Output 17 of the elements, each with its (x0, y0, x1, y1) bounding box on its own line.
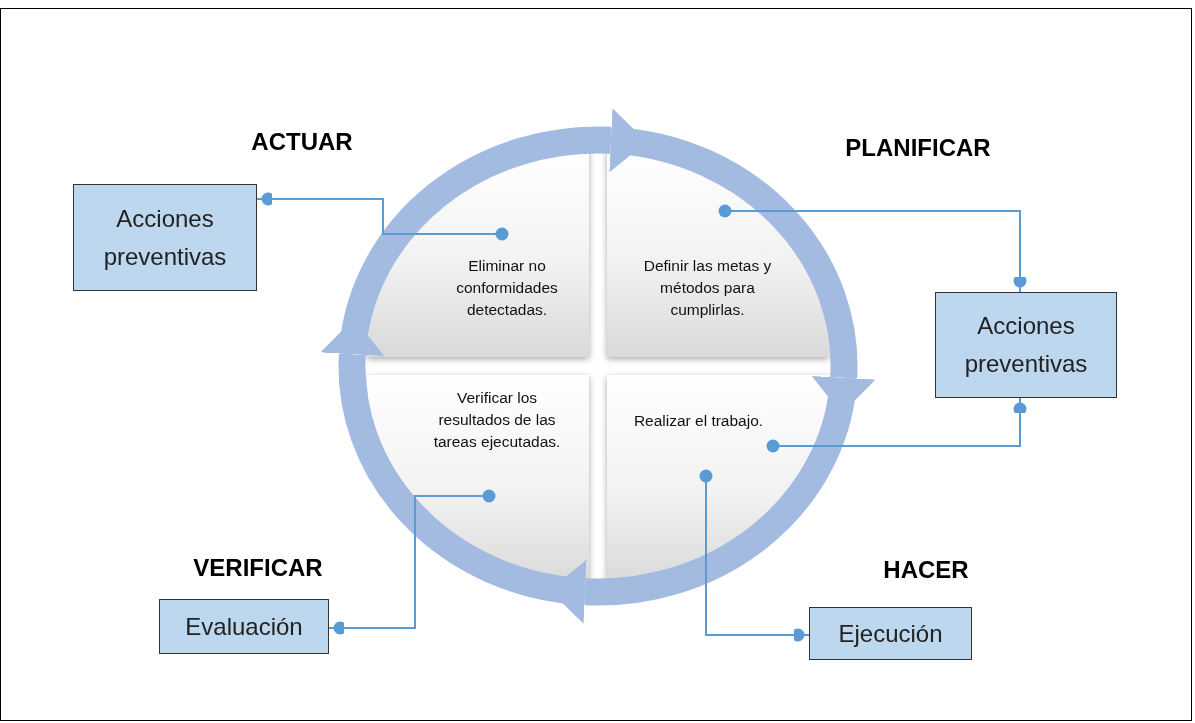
callout-box: Acciones preventivas (935, 292, 1117, 398)
segment-text: Eliminar no conformidades detectadas. (455, 256, 559, 320)
phase-heading: ACTUAR (251, 128, 353, 156)
leader-line (328, 489, 496, 635)
phase-heading: PLANIFICAR (845, 134, 991, 162)
segment-text: Verificar los resultados de las tareas ejecutadas. (432, 388, 562, 452)
callout-box: Acciones preventivas (73, 184, 257, 291)
callout-box: Ejecución (809, 607, 972, 660)
leader-line (256, 192, 509, 241)
phase-heading: HACER (883, 556, 969, 584)
leader-line (766, 397, 1027, 453)
segment-text: Realizar el trabajo. (632, 411, 765, 431)
callout-box: Evaluación (159, 599, 329, 654)
leader-line (718, 204, 1027, 293)
leader-line (699, 469, 810, 642)
phase-heading: VERIFICAR (193, 554, 323, 582)
segment-text: Definir las metas y métodos para cumplirlas. (642, 256, 773, 320)
